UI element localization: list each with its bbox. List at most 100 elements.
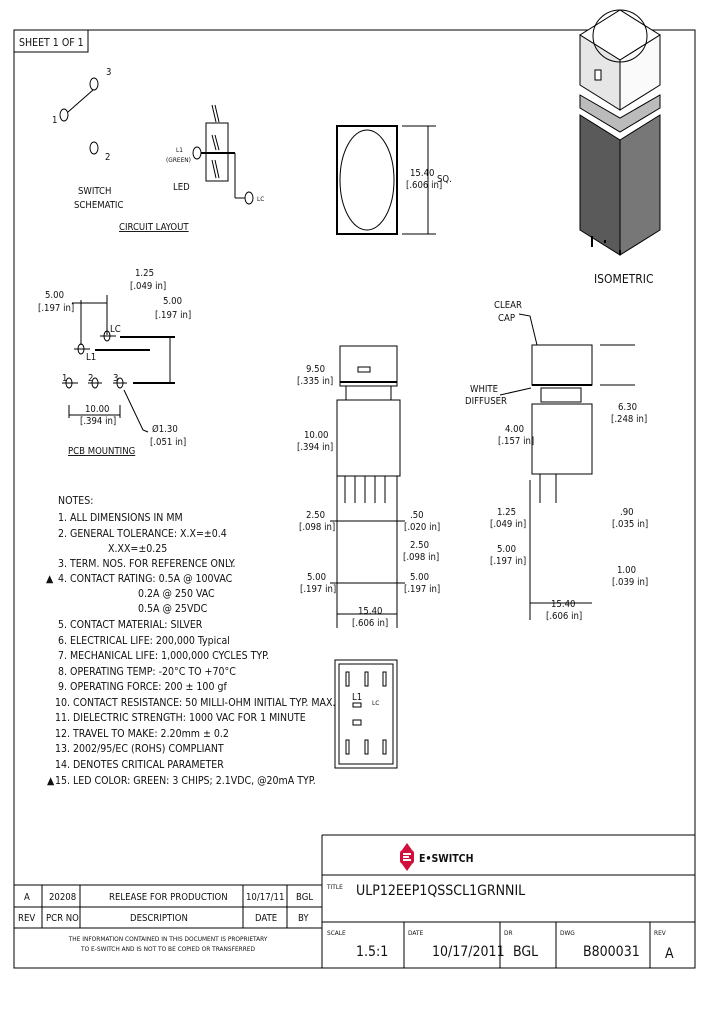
svg-text:SCALE: SCALE (327, 929, 346, 937)
svg-text:PCR NO: PCR NO (46, 913, 79, 924)
svg-text:1.00: 1.00 (617, 565, 636, 576)
led-circuit: L1 (GREEN) LED LC (166, 104, 264, 205)
svg-text:LC: LC (372, 699, 379, 707)
svg-text:10/17/2011: 10/17/2011 (432, 944, 505, 960)
note-15: 15. LED COLOR: GREEN: 3 CHIPS; 2.1VDC, @… (55, 775, 316, 787)
svg-text:1.5:1: 1.5:1 (356, 944, 388, 960)
note-2b: X.XX=±0.25 (108, 543, 167, 555)
note-10: 10. CONTACT RESISTANCE: 50 MILLI-OHM INI… (55, 697, 335, 709)
svg-text:SQ.: SQ. (437, 174, 452, 185)
revision-table: A 20208 RELEASE FOR PRODUCTION 10/17/11 … (14, 884, 322, 953)
svg-text:DESCRIPTION: DESCRIPTION (130, 913, 188, 924)
svg-text:5.00: 5.00 (45, 290, 64, 301)
notes-title: NOTES: (58, 495, 93, 507)
e-switch-logo: E•SWITCH (400, 843, 474, 871)
svg-text:BGL: BGL (296, 892, 313, 903)
svg-text:2: 2 (88, 373, 93, 384)
note-6: 6. ELECTRICAL LIFE: 200,000 Typical (58, 635, 230, 647)
pcb-mounting-diagram: 1.25 [.049 in] 5.00 [.197 in] 5.00 [.197… (38, 268, 191, 448)
svg-text:[.197 in]: [.197 in] (490, 556, 526, 567)
note-3: 3. TERM. NOS. FOR REFERENCE ONLY. (58, 558, 235, 570)
note-8: 8. OPERATING TEMP: -20°C TO +70°C (58, 666, 236, 678)
svg-text:[.197 in]: [.197 in] (404, 584, 440, 595)
svg-text:6.30: 6.30 (618, 402, 637, 413)
svg-text:[.039 in]: [.039 in] (612, 577, 648, 588)
svg-text:THE INFORMATION CONTAINED IN T: THE INFORMATION CONTAINED IN THIS DOCUME… (68, 935, 268, 943)
top-view-diagram: 15.40 [.606 in] SQ. (336, 125, 452, 235)
svg-text:TO E-SWITCH AND IS NOT TO BE C: TO E-SWITCH AND IS NOT TO BE COPIED OR T… (80, 945, 255, 953)
svg-text:2: 2 (105, 152, 110, 163)
svg-text:[.335 in]: [.335 in] (297, 376, 333, 387)
note-9: 9. OPERATING FORCE: 200 ± 100 gf (58, 681, 227, 693)
svg-text:[.394 in]: [.394 in] (80, 416, 116, 427)
note-1: 1. ALL DIMENSIONS IN MM (58, 512, 183, 524)
svg-text:[.035 in]: [.035 in] (612, 519, 648, 530)
svg-text:[.157 in]: [.157 in] (498, 436, 534, 447)
svg-text:(GREEN): (GREEN) (166, 156, 191, 164)
svg-text:DR: DR (504, 929, 513, 937)
notes-section: NOTES: 1. ALL DIMENSIONS IN MM 2. GENERA… (46, 495, 335, 787)
svg-text:5.00: 5.00 (307, 572, 326, 583)
svg-text:[.049 in]: [.049 in] (130, 281, 166, 292)
svg-text:15.40: 15.40 (551, 599, 575, 610)
svg-text:15.40: 15.40 (410, 168, 434, 179)
svg-text:DIFFUSER: DIFFUSER (465, 396, 507, 407)
switch-schematic: 1 3 2 SWITCH SCHEMATIC (52, 67, 123, 211)
svg-text:LC: LC (110, 324, 121, 335)
svg-text:A: A (665, 946, 674, 962)
svg-text:CAP: CAP (498, 313, 515, 324)
svg-text:L1: L1 (352, 692, 362, 703)
svg-text:L1: L1 (86, 352, 96, 363)
note-14: 14. DENOTES CRITICAL PARAMETER (55, 759, 224, 771)
svg-text:[.248 in]: [.248 in] (611, 414, 647, 425)
svg-text:DATE: DATE (255, 913, 277, 924)
svg-text:WHITE: WHITE (470, 384, 498, 395)
svg-text:1: 1 (52, 115, 57, 126)
svg-text:[.197 in]: [.197 in] (155, 310, 191, 321)
svg-text:[.020 in]: [.020 in] (404, 522, 440, 533)
note-13: 13. 2002/95/EC (ROHS) COMPLIANT (55, 743, 224, 755)
svg-text:REV: REV (18, 913, 35, 924)
isometric-title: ISOMETRIC (594, 272, 653, 286)
svg-text:9.50: 9.50 (306, 364, 325, 375)
svg-text:Ø1.30: Ø1.30 (152, 424, 178, 435)
svg-text:4.00: 4.00 (505, 424, 524, 435)
svg-text:10.00: 10.00 (85, 404, 109, 415)
svg-text:DWG: DWG (560, 929, 575, 937)
svg-text:CLEAR: CLEAR (494, 300, 522, 311)
svg-text:SWITCH: SWITCH (78, 186, 111, 197)
svg-text:10.00: 10.00 (304, 430, 328, 441)
note-7: 7. MECHANICAL LIFE: 1,000,000 CYCLES TYP… (58, 650, 269, 662)
svg-text:TITLE: TITLE (326, 883, 343, 891)
circuit-layout-title: CIRCUIT LAYOUT (119, 222, 189, 233)
isometric-view (579, 9, 661, 256)
title-block: E•SWITCH TITLE ULP12EEP1QSSCL1GRNNIL SCA… (321, 834, 695, 968)
svg-text:[.197 in]: [.197 in] (38, 303, 74, 314)
svg-text:.90: .90 (620, 507, 634, 518)
svg-text:3: 3 (113, 373, 118, 384)
svg-text:REV: REV (654, 929, 666, 937)
svg-text:1: 1 (62, 373, 67, 384)
svg-text:B800031: B800031 (583, 944, 640, 960)
svg-text:[.197 in]: [.197 in] (300, 584, 336, 595)
note-4c: 0.5A @ 25VDC (138, 603, 208, 615)
svg-text:20208: 20208 (49, 892, 76, 903)
sheet-border (13, 29, 696, 969)
svg-text:.50: .50 (410, 510, 424, 521)
bottom-view-diagram: L1 LC (334, 659, 398, 769)
svg-text:2.50: 2.50 (306, 510, 325, 521)
part-number-title: ULP12EEP1QSSCL1GRNNIL (356, 883, 525, 899)
note-12: 12. TRAVEL TO MAKE: 2.20mm ± 0.2 (55, 728, 229, 740)
front-view-diagram: 9.50 [.335 in] 10.00 [.394 in] 2.50 [.09… (297, 345, 440, 629)
svg-text:BY: BY (298, 913, 309, 924)
svg-text:[.606 in]: [.606 in] (546, 611, 582, 622)
svg-text:BGL: BGL (513, 944, 538, 960)
svg-text:15.40: 15.40 (358, 606, 382, 617)
svg-text:2.50: 2.50 (410, 540, 429, 551)
svg-text:[.049 in]: [.049 in] (490, 519, 526, 530)
sheet-label-box (13, 29, 89, 53)
note-4: 4. CONTACT RATING: 0.5A @ 100VAC (58, 573, 233, 585)
svg-text:3: 3 (106, 67, 111, 78)
svg-text:1.25: 1.25 (135, 268, 154, 279)
sheet-label: SHEET 1 OF 1 (19, 37, 84, 49)
